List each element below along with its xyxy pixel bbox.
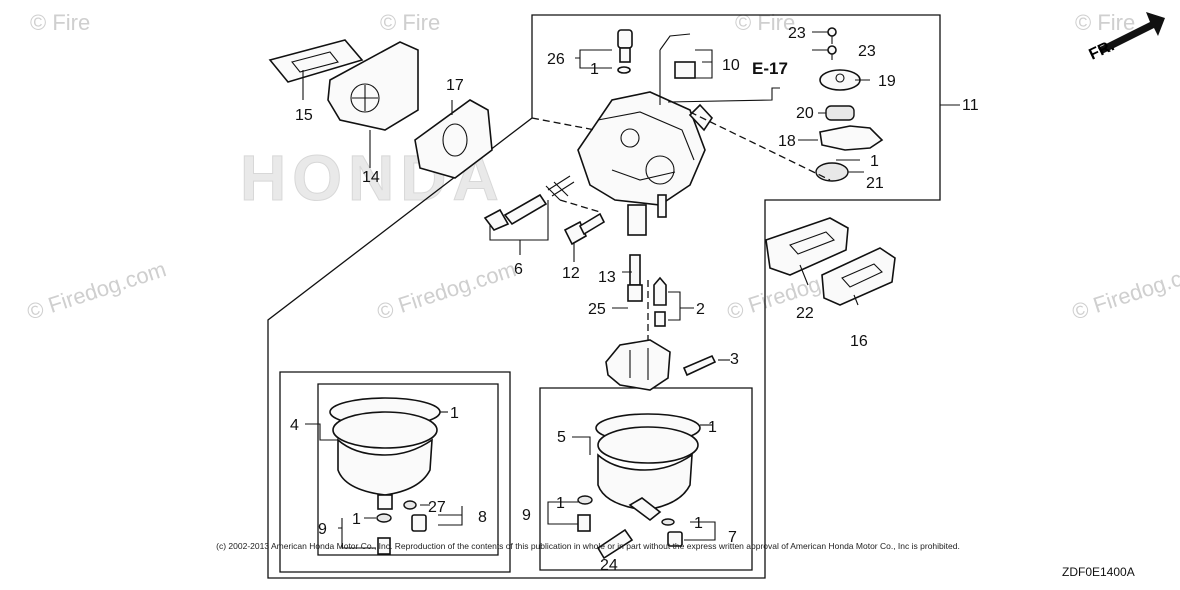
callout-26: 26 — [547, 51, 565, 68]
main-frame — [267, 14, 941, 579]
callout-7: 7 — [728, 529, 737, 546]
callout-23-a: 23 — [788, 25, 806, 42]
float-valve-2 — [653, 276, 667, 327]
filter-21 — [815, 162, 849, 182]
left-bowl-inner-frame — [317, 383, 499, 556]
callout-1-top: 1 — [590, 61, 599, 78]
watermark-mid-center: © Firedog.com — [374, 256, 519, 324]
callout-17: 17 — [446, 77, 464, 94]
callout-6: 6 — [514, 261, 523, 278]
callout-20: 20 — [796, 105, 814, 122]
choke-rod-10 — [659, 33, 696, 105]
callout-22: 22 — [796, 305, 814, 322]
bolt-8 — [411, 514, 427, 532]
callout-18: 18 — [778, 133, 796, 150]
callout-19: 19 — [878, 73, 896, 90]
heat-insulator-14 — [327, 41, 419, 131]
watermark-top-right: © Fire — [735, 10, 795, 35]
callout-14: 14 — [362, 169, 380, 186]
callout-1-bowl-right: 1 — [708, 419, 717, 436]
watermark-mid-far-right: © Firedog.com — [1069, 256, 1180, 324]
screw-26 — [617, 29, 633, 74]
watermark-top-center: © Fire — [380, 10, 440, 35]
callout-21: 21 — [866, 175, 884, 192]
plate-19 — [819, 69, 861, 91]
gasket-15 — [268, 39, 364, 83]
screw-12 — [563, 212, 606, 246]
gasket-22 — [765, 217, 849, 276]
diagram-code: ZDF0E1400A — [1062, 565, 1135, 579]
callout-1-bolt: 1 — [694, 515, 703, 532]
float-bowl-4 — [329, 397, 441, 510]
callout-25: 25 — [588, 301, 606, 318]
callout-2: 2 — [696, 301, 705, 318]
watermark-top-far-right: © Fire — [1075, 10, 1135, 35]
callout-8: 8 — [478, 509, 487, 526]
callout-9-right: 9 — [522, 507, 531, 524]
main-jet-13 — [627, 254, 643, 302]
callout-16: 16 — [850, 333, 868, 350]
left-bowl-frame — [279, 371, 511, 573]
callout-12: 12 — [562, 265, 580, 282]
right-bowl-frame — [539, 387, 753, 571]
drain-screw-9-left — [376, 513, 392, 555]
callout-11: 11 — [962, 97, 979, 114]
bolt-7 — [661, 518, 683, 547]
copyright-notice: (c) 2002-2013 American Honda Motor Co., … — [216, 541, 960, 551]
float-bowl-5 — [595, 413, 701, 522]
lever-18 — [819, 125, 884, 151]
pilot-screw-6 — [483, 175, 575, 231]
callout-1-bowl-left: 1 — [450, 405, 459, 422]
carburetor-body — [577, 91, 714, 236]
callout-labels: 15 14 17 26 1 10 E-17 23 23 19 11 20 18 … — [290, 25, 979, 574]
leader-lines — [302, 31, 960, 549]
gasket-16 — [821, 247, 896, 306]
callout-15: 15 — [295, 107, 313, 124]
screw-27 — [403, 500, 417, 510]
screw-23-b — [827, 45, 837, 60]
callout-5: 5 — [557, 429, 566, 446]
callout-13: 13 — [598, 269, 616, 286]
callout-27: 27 — [428, 499, 446, 516]
callout-1-right-drain: 1 — [556, 495, 565, 512]
callout-3: 3 — [730, 351, 739, 368]
callout-1-right: 1 — [870, 153, 879, 170]
watermark-mid-left: © Firedog.com — [24, 256, 169, 324]
dashed-lines — [531, 111, 831, 340]
arrow-icon — [1098, 12, 1165, 54]
gasket-17 — [414, 99, 493, 179]
drain-screw-9-right — [577, 495, 593, 532]
float-3 — [605, 339, 717, 391]
reference-e17: E-17 — [752, 59, 788, 78]
callout-1-left-drain: 1 — [352, 511, 361, 528]
callout-23-b: 23 — [858, 43, 876, 60]
gasket-20 — [825, 105, 855, 121]
tube-24 — [596, 528, 634, 560]
callout-10: 10 — [722, 57, 740, 74]
frames — [267, 14, 941, 579]
callout-9-left: 9 — [318, 521, 327, 538]
screw-23-a — [827, 27, 837, 44]
callout-4: 4 — [290, 417, 299, 434]
callout-24: 24 — [600, 557, 618, 574]
watermark-top-left: © Fire — [30, 10, 90, 35]
